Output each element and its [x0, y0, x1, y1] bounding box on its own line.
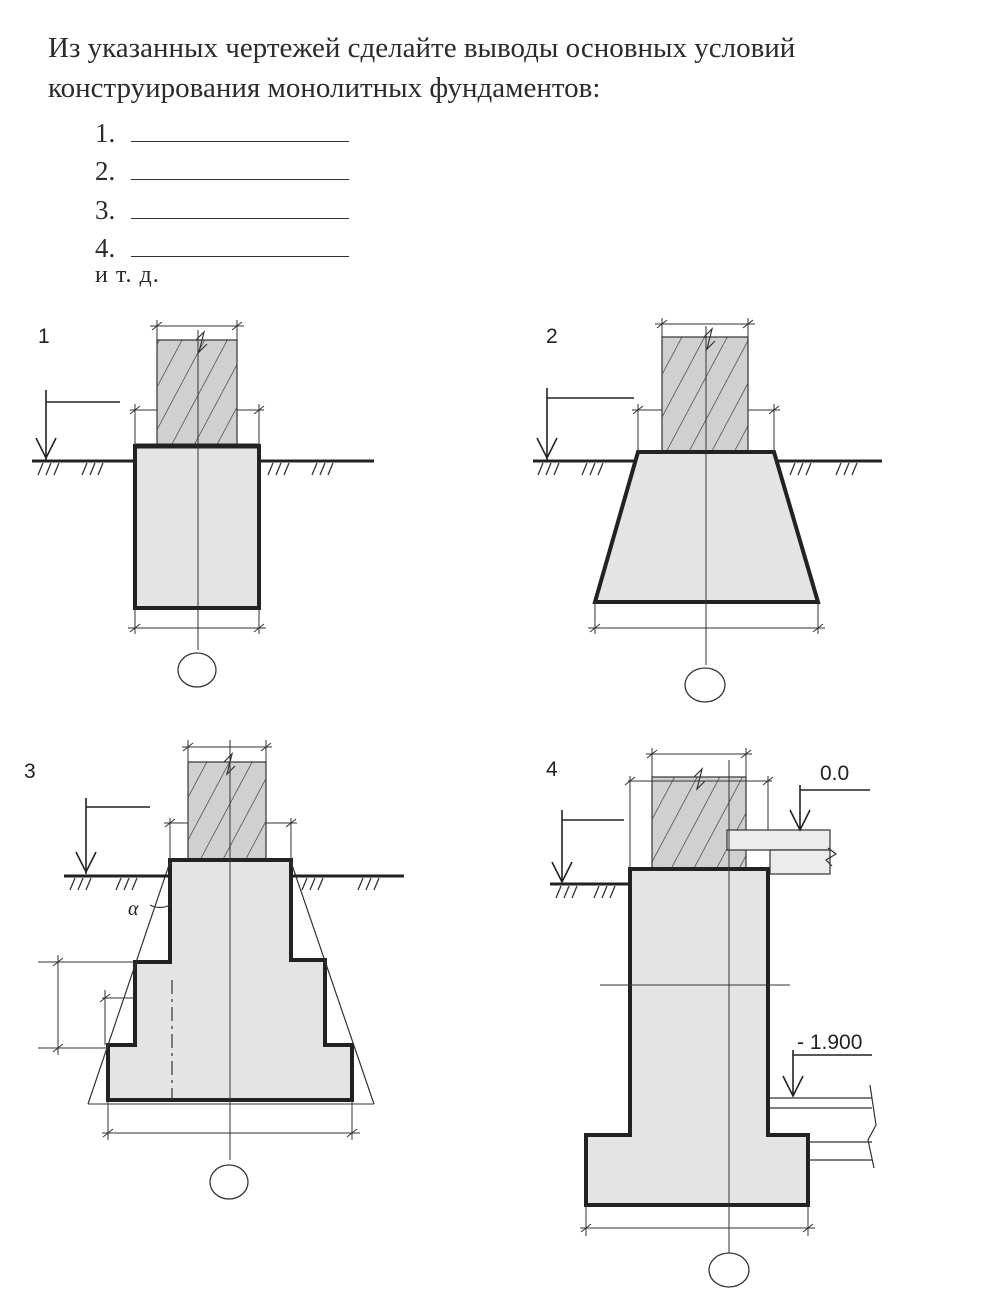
answer-list: 1. 2. 3. 4. — [95, 110, 349, 264]
figure-3: 3 α — [24, 740, 404, 1200]
answer-number: 3. — [95, 194, 116, 225]
figure-3-number: 3 — [24, 760, 36, 783]
answer-row-2: 2. — [95, 149, 349, 188]
axis-marker — [708, 1252, 750, 1288]
answer-number: 1. — [95, 117, 116, 148]
foundation-body — [133, 444, 261, 610]
break-mark — [195, 330, 208, 354]
column — [661, 336, 749, 453]
ground-hatch — [69, 877, 380, 891]
break-mark — [693, 767, 706, 791]
axis-marker — [684, 667, 726, 703]
break-mark — [703, 327, 716, 351]
etc-label: и т. д. — [95, 262, 160, 288]
figure-1-number: 1 — [38, 325, 50, 348]
answer-blank-line[interactable] — [131, 179, 349, 180]
answer-number: 4. — [95, 233, 116, 263]
depth-marker — [75, 798, 150, 874]
column — [156, 339, 238, 447]
floor-slab — [726, 829, 831, 851]
figure-4: 4 0.0 — [546, 748, 877, 1288]
figure-2: 2 — [533, 318, 882, 703]
answer-row-4: 4. — [95, 226, 349, 265]
figure-1: 1 — [32, 320, 374, 688]
figure-2-number: 2 — [546, 325, 558, 348]
ground-hatch — [537, 462, 858, 476]
answer-number: 2. — [95, 156, 116, 186]
elevation-mark-0: 0.0 — [789, 762, 870, 832]
angle-label: α — [128, 898, 139, 920]
answer-blank-line[interactable] — [131, 256, 349, 257]
elevation-label: 0.0 — [820, 762, 849, 785]
axis-marker — [177, 652, 217, 688]
ground-hatch — [37, 462, 334, 476]
axis-marker — [209, 1164, 249, 1200]
foundation-body — [584, 867, 810, 1207]
elevation-mark-1900: - 1.900 — [782, 1031, 872, 1098]
answer-blank-line[interactable] — [131, 217, 349, 219]
column — [651, 776, 747, 870]
dimension-lines — [580, 748, 815, 1236]
distribution-line — [87, 861, 171, 1105]
ground-hatch — [555, 885, 616, 899]
column — [187, 761, 267, 861]
answer-row-1: 1. — [95, 110, 349, 149]
task-question: Из указанных чертежей сделайте выводы ос… — [48, 32, 796, 104]
depth-marker — [35, 390, 120, 460]
answer-blank-line[interactable] — [131, 140, 349, 142]
depth-marker — [551, 810, 624, 884]
figure-4-number: 4 — [546, 758, 558, 781]
angle-arc — [149, 904, 171, 909]
elevation-label: - 1.900 — [797, 1031, 862, 1054]
dimension-lines — [128, 320, 266, 634]
answer-row-3: 3. — [95, 187, 349, 226]
depth-marker — [536, 388, 634, 460]
dimension-lines — [38, 740, 360, 1140]
dimension-lines — [588, 318, 825, 634]
